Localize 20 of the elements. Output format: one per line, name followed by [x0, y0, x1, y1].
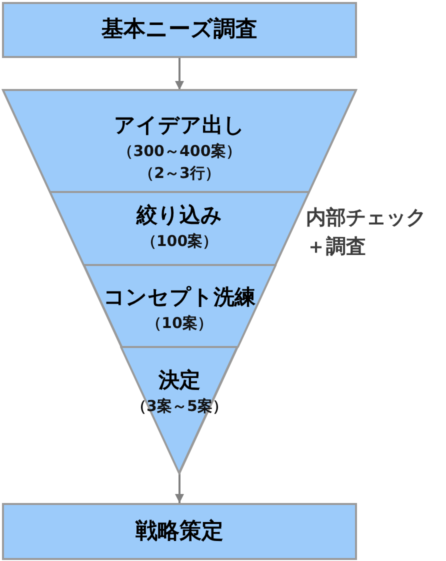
funnel-stage — [50, 192, 309, 265]
stage-title: コンセプト洗練 — [103, 285, 256, 309]
funnel-stage — [3, 90, 356, 192]
arrow — [175, 58, 184, 90]
process-box — [2, 2, 357, 58]
stage-title: 絞り込み — [136, 203, 222, 227]
process-box — [2, 503, 357, 560]
stage-detail: （3案～5案） — [132, 396, 228, 417]
stage-title: アイデア出し — [114, 113, 245, 137]
stage-detail: （10案） — [146, 313, 212, 334]
arrow — [175, 473, 184, 503]
funnel-stage — [84, 265, 276, 347]
funnel-stage — [121, 347, 238, 473]
stage-detail: （300～400案） — [118, 141, 241, 162]
box-label: 基本ニーズ調査 — [102, 18, 258, 42]
box-label: 戦略策定 — [136, 520, 224, 544]
stage-detail: （2～3行） — [139, 163, 220, 184]
stage-detail: （100案） — [141, 231, 218, 252]
stage-title: 決定 — [158, 368, 200, 392]
side-note: 内部チェック＋調査 — [306, 204, 427, 260]
